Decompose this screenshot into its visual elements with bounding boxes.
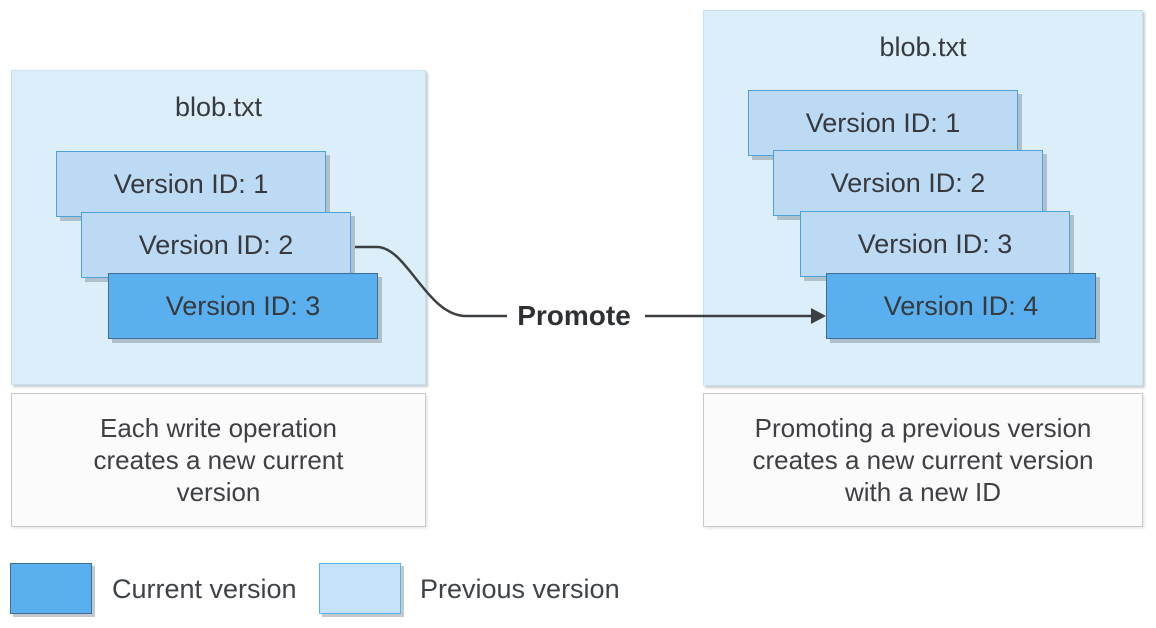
right-version-3-label: Version ID: 3: [857, 228, 1013, 259]
right-blob-title: blob.txt: [879, 32, 967, 62]
left-caption-text: Each write operation creates a new curre…: [93, 413, 344, 507]
left-version-1-label: Version ID: 1: [113, 168, 269, 199]
current-version-swatch: [10, 563, 92, 614]
previous-version-legend-label: Previous version: [420, 574, 620, 604]
promote-label: Promote: [517, 300, 631, 331]
right-version-4-label: Version ID: 4: [883, 290, 1039, 321]
left-caption-box: Each write operation creates a new curre…: [11, 393, 426, 527]
right-version-4-box-current: Version ID: 4: [826, 273, 1096, 339]
right-version-2-box: Version ID: 2: [773, 150, 1043, 216]
right-version-1-box: Version ID: 1: [748, 90, 1018, 156]
left-version-2-box: Version ID: 2: [81, 212, 351, 278]
right-caption-box: Promoting a previous version creates a n…: [703, 393, 1143, 527]
left-version-2-label: Version ID: 2: [138, 229, 294, 260]
left-version-3-box-current: Version ID: 3: [108, 273, 378, 339]
right-version-2-label: Version ID: 2: [830, 167, 986, 198]
right-caption-text: Promoting a previous version creates a n…: [752, 413, 1094, 507]
current-version-legend-label: Current version: [112, 574, 297, 604]
right-version-3-box: Version ID: 3: [800, 211, 1070, 277]
left-version-1-box: Version ID: 1: [56, 151, 326, 217]
left-version-3-label: Version ID: 3: [165, 290, 321, 321]
left-blob-title: blob.txt: [174, 92, 263, 122]
right-version-1-label: Version ID: 1: [805, 107, 961, 138]
previous-version-swatch: [319, 563, 401, 614]
